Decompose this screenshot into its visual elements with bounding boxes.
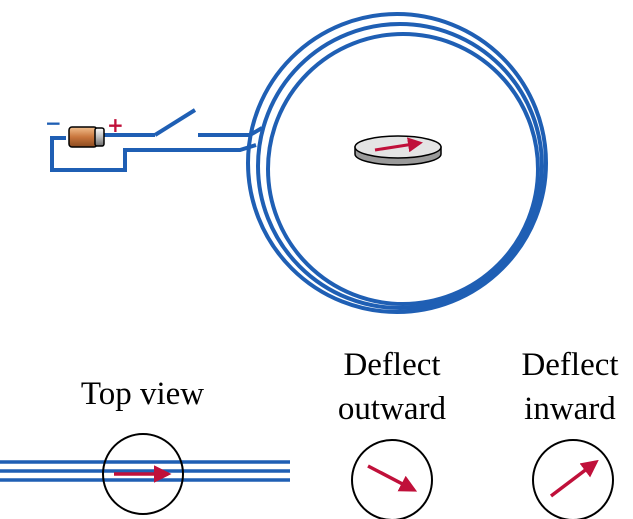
deflect-outward-label-line1: Deflect [343,347,441,383]
top-view-wires [0,460,290,482]
top-view-label: Top view [80,376,205,412]
battery-cap [94,127,105,147]
coil-loop-outer [246,12,548,314]
deflect-outward-label-line2: outward [337,391,447,427]
open-switch-icon [153,108,197,137]
deflect-inward-label-line2: inward [524,391,616,427]
battery-minus-sign: − [45,111,62,135]
top-view-diagram [0,433,290,515]
top-view-compass-icon [102,433,184,515]
circuit-wires [50,108,264,172]
deflect-outward-diagram [351,439,433,519]
coil-loop-inner [266,32,540,306]
battery-plus-sign: + [107,113,124,137]
deflect-inward-label-line1: Deflect [521,347,619,383]
needle-arrow-icon [374,137,423,153]
compass-icon [354,135,442,166]
battery-icon [68,126,105,148]
wire-switch-to-coil [198,126,264,137]
outward-needle-arrow-icon [367,464,418,492]
deflect-inward-diagram [532,439,614,519]
battery-body [68,126,98,148]
coil-loop-middle [256,22,544,310]
wire-left [50,136,257,172]
wire-coil-icon [246,12,548,314]
inward-needle-arrow-icon [549,459,599,498]
